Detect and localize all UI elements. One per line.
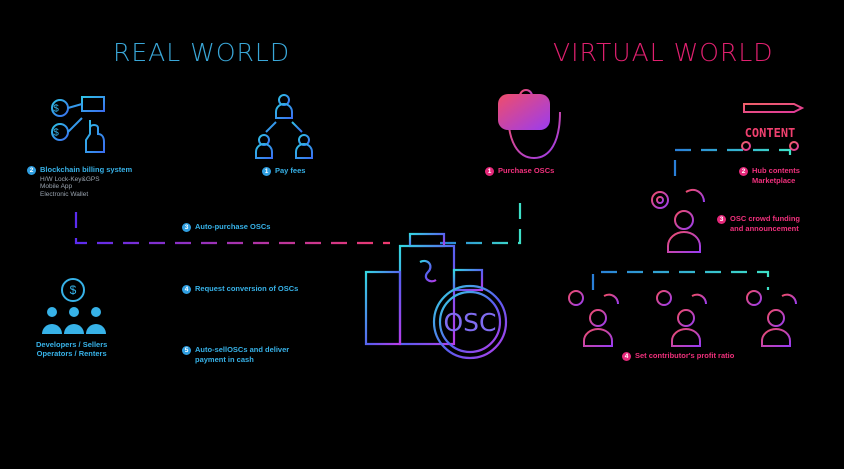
dollar-icon: $ — [53, 128, 59, 139]
dollar-icon: $ — [70, 283, 77, 297]
developers-label: Developers / Sellers Operators / Renters — [36, 340, 108, 358]
content-label: CONTENT — [745, 126, 796, 140]
billing-system-icon — [51, 96, 105, 153]
content-icon — [741, 103, 805, 151]
vr-visor-icon — [498, 94, 550, 130]
contributor-icon — [566, 290, 619, 347]
connectors — [74, 127, 792, 336]
developers-icon — [42, 278, 106, 334]
real-world-title: REAL WORLD — [113, 38, 291, 67]
pay-fees-icon — [255, 94, 313, 159]
dollar-icon: $ — [53, 104, 59, 115]
contributor-icon — [654, 290, 707, 347]
virtual-world-title: VIRTUAL WORLD — [553, 38, 774, 67]
osc-building-icon — [364, 220, 508, 360]
osc-label: OSC — [443, 308, 496, 337]
contributor-icon — [744, 290, 797, 347]
crowd-funding-icon — [648, 188, 705, 253]
